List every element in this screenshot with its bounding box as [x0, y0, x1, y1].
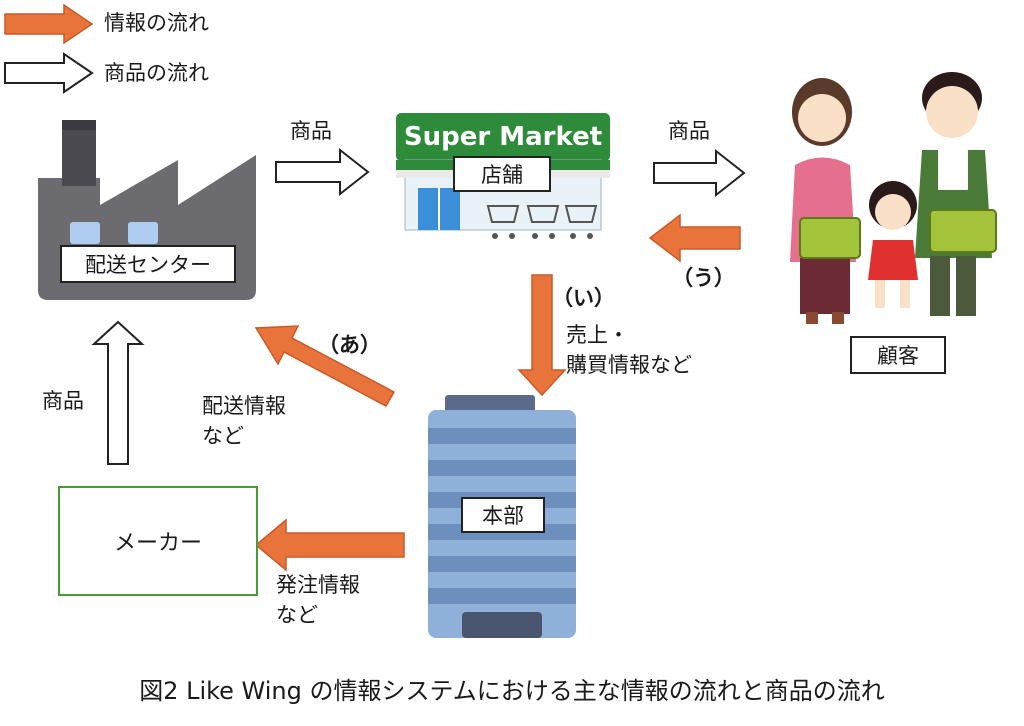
- goods-label-maker-to-dc: 商品: [42, 389, 84, 413]
- goods-arrow-dc-to-store: [275, 147, 370, 197]
- legend-info-arrow: [4, 3, 94, 45]
- delivery-info-label-line1: 配送情報: [202, 394, 286, 418]
- sales-info-label-line1: 売上・: [566, 323, 629, 347]
- distribution-center-label-box: 配送センター: [60, 245, 236, 283]
- customer-family-icon: [790, 72, 997, 324]
- goods-arrow-store-to-customer: [653, 148, 746, 198]
- store-label-box: 店舗: [453, 156, 551, 192]
- sales-info-label-line2: 購買情報など: [566, 353, 692, 377]
- maker-box: メーカー: [58, 486, 258, 596]
- tag-u: （う）: [672, 266, 735, 290]
- info-arrow-u-customer-to-store: [648, 213, 741, 263]
- order-info-label-line1: 発注情報: [276, 573, 360, 597]
- order-info-label-line2: など: [276, 603, 318, 627]
- info-arrow-a-hq-to-dc: [254, 325, 396, 408]
- goods-arrow-maker-to-dc: [91, 320, 145, 465]
- info-arrow-order-hq-to-maker: [254, 518, 405, 572]
- legend-info-label: 情報の流れ: [104, 11, 209, 35]
- legend-goods-label: 商品の流れ: [104, 61, 209, 85]
- goods-label-store-to-customer: 商品: [668, 119, 710, 143]
- info-arrow-i-store-to-hq: [517, 274, 567, 397]
- tag-i: （い）: [552, 286, 615, 310]
- headquarters-label-box: 本部: [461, 497, 545, 533]
- maker-label: メーカー: [113, 531, 202, 556]
- customer-label-box: 顧客: [850, 336, 946, 374]
- delivery-info-label-line2: など: [202, 424, 244, 448]
- figure-caption: 図2 Like Wing の情報システムにおける主な情報の流れと商品の流れ: [139, 677, 885, 705]
- store-sign-text: Super Market: [403, 122, 603, 152]
- goods-label-dc-to-store: 商品: [290, 119, 332, 143]
- legend-goods-arrow: [4, 52, 94, 94]
- tag-a: （あ）: [318, 333, 381, 357]
